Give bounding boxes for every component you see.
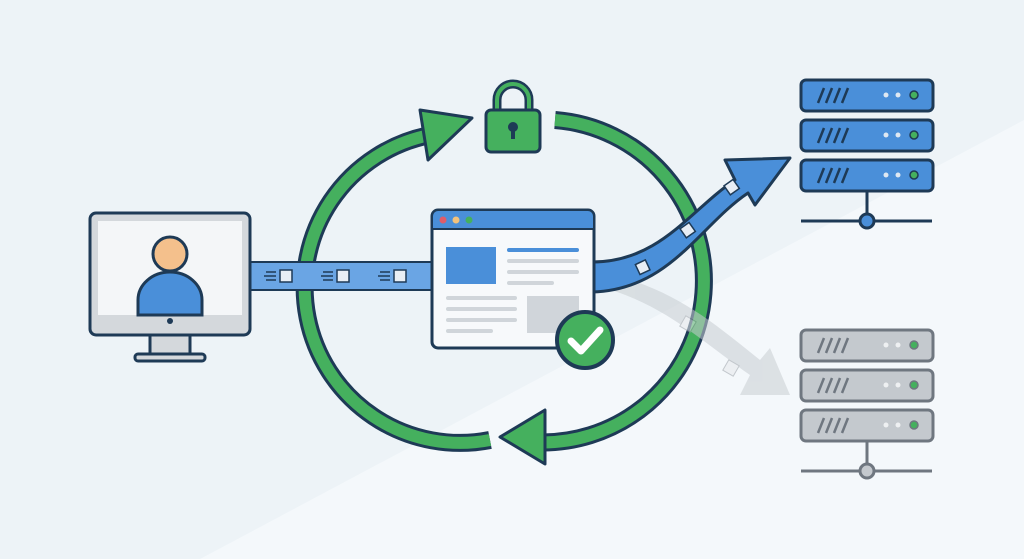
user-body — [136, 270, 204, 317]
server-unit — [799, 158, 935, 193]
server-unit — [799, 368, 935, 403]
user-monitor-icon — [88, 211, 252, 363]
server-unit — [799, 328, 935, 363]
lock-icon — [484, 79, 542, 154]
server-unit — [799, 118, 935, 153]
server-stack-inactive-icon — [799, 328, 935, 480]
data-stream-band — [247, 261, 435, 291]
data-packet — [279, 269, 293, 283]
user-head — [151, 235, 189, 273]
data-packet — [393, 269, 407, 283]
check-icon — [555, 310, 615, 370]
active-route-arrow — [590, 156, 792, 294]
inactive-route-arrow — [592, 270, 790, 395]
refresh-cycle-arrows-icon — [295, 108, 713, 466]
data-packet — [336, 269, 350, 283]
server-stack-icon — [799, 78, 935, 230]
server-unit — [799, 78, 935, 113]
server-unit — [799, 408, 935, 443]
